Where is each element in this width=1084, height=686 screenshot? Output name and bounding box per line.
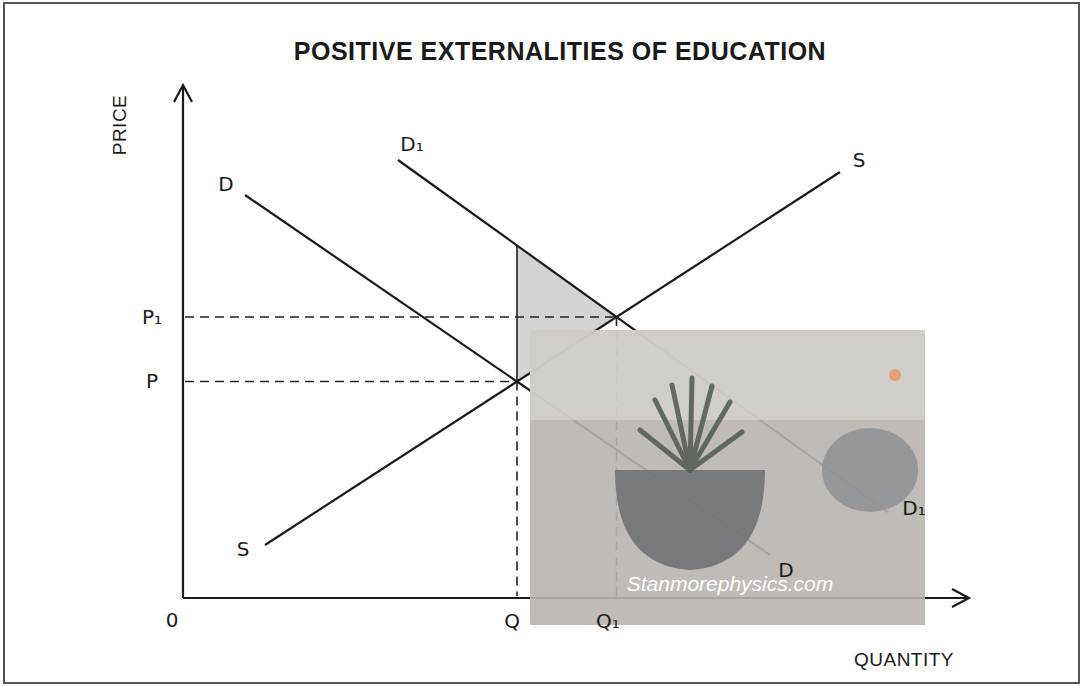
p-guide	[185, 381, 517, 383]
curve-label: D₁	[902, 497, 925, 519]
curve-label: D₁	[400, 133, 423, 155]
q-guide	[516, 382, 518, 597]
x-axis-arrow	[952, 589, 969, 607]
photo-ground	[530, 330, 925, 625]
y-axis	[182, 86, 184, 598]
photo-pot	[615, 470, 765, 570]
curve-label: D	[218, 173, 233, 195]
price-label: P₁	[142, 306, 162, 328]
axis-title: QUANTITY	[854, 650, 954, 671]
p1-guide	[185, 316, 617, 318]
axis-title: PRICE	[110, 95, 131, 156]
chart-title: POSITIVE EXTERNALITIES OF EDUCATION	[294, 38, 826, 66]
quantity-label: Q₁	[596, 610, 620, 632]
origin-label: 0	[166, 609, 179, 631]
triangle-edge	[516, 246, 518, 382]
curve-label: S	[237, 538, 250, 560]
photo-plant	[640, 378, 742, 470]
watermark: Stanmorephysics.com	[627, 572, 834, 595]
y-axis-arrow	[174, 85, 192, 102]
photo-light	[889, 369, 901, 381]
price-label: P	[146, 370, 158, 392]
quantity-label: Q	[504, 610, 520, 632]
photo-overlay	[530, 330, 925, 625]
curve-label: S	[853, 149, 866, 171]
frame	[4, 3, 1079, 683]
